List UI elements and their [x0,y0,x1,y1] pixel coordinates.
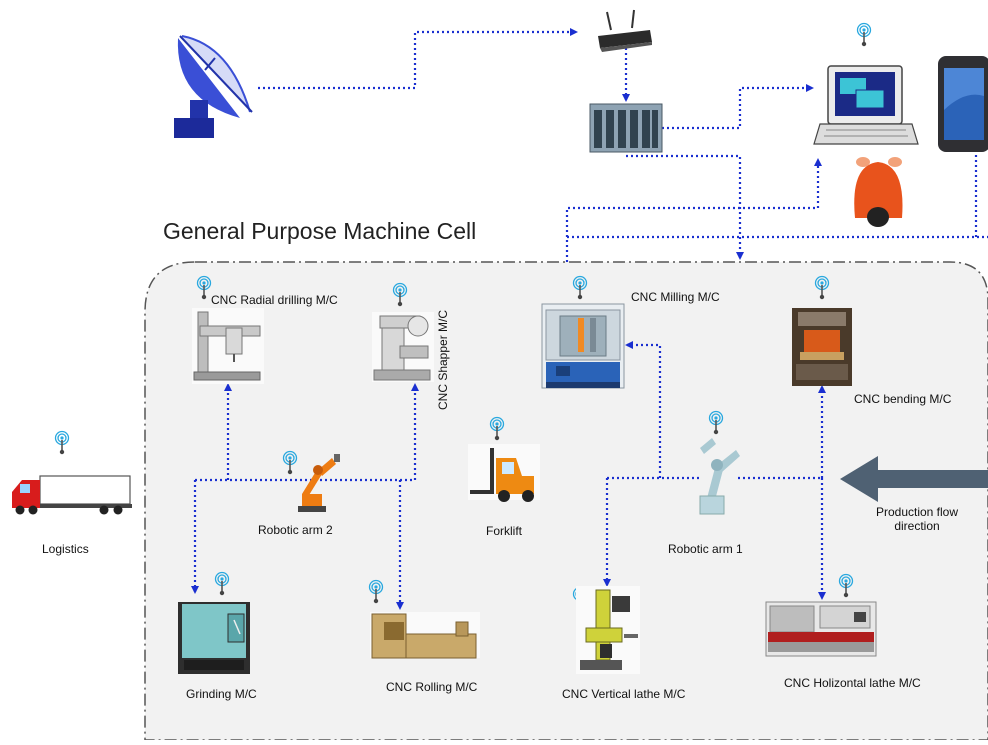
label-robotic-arm-2: Robotic arm 2 [258,523,333,537]
truck-icon [12,475,132,515]
wifi-icon [54,430,70,456]
smartphone-icon [938,56,988,152]
bending-machine-icon [792,308,852,386]
forklift-icon [468,444,540,502]
wifi-icon [856,22,872,48]
vertical-lathe-icon [576,586,640,674]
computer-icon [813,65,919,145]
label-grinding: Grinding M/C [186,687,257,701]
router-icon [598,9,652,52]
label-radial-drilling: CNC Radial drilling M/C [211,293,338,307]
label-production-flow: Production flow direction [864,505,970,534]
robotic-arm-2-icon [298,454,340,512]
robotic-arm-1-icon [699,438,740,515]
label-horizontal-lathe: CNC Holizontal lathe M/C [784,676,921,690]
rolling-machine-icon [370,612,480,659]
label-logistics: Logistics [42,542,89,556]
label-milling: CNC Milling M/C [631,290,720,304]
production-flow-line-2: direction [894,519,940,534]
network-links [191,28,988,610]
label-vertical-lathe: CNC Vertical lathe M/C [562,687,686,701]
cell-title: General Purpose Machine Cell [163,218,477,244]
label-rolling: CNC Rolling M/C [386,680,478,694]
shaper-machine-icon [372,312,434,382]
label-forklift: Forklift [486,524,522,538]
milling-machine-icon [541,303,625,389]
horizontal-lathe-icon [765,601,877,657]
radial-drilling-machine-icon [192,308,264,384]
grinding-machine-icon [178,602,250,674]
label-bending: CNC bending M/C [854,392,952,406]
label-robotic-arm-1: Robotic arm 1 [668,542,743,556]
production-flow-arrow [840,456,988,502]
production-flow-line-1: Production flow [875,505,959,519]
satellite-dish-icon [174,35,253,138]
label-shaper: CNC Shapper M/C [436,309,450,410]
operator-icon [854,157,903,227]
controller-rack-icon [589,103,663,153]
